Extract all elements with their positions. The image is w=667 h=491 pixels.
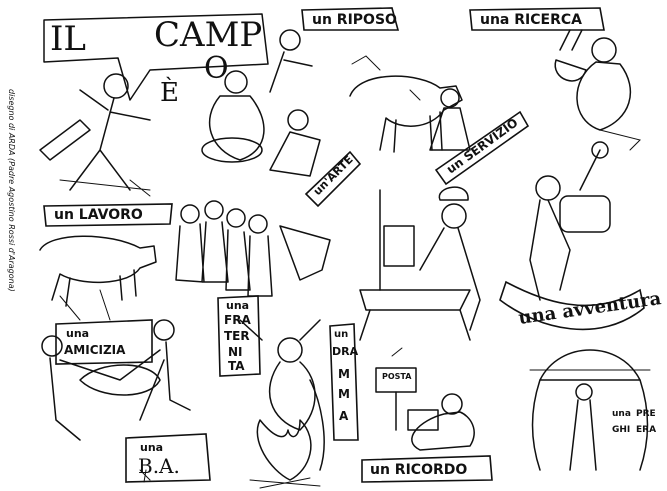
banner-riposo [301, 7, 400, 31]
label-fraternita-4: NI [228, 345, 243, 359]
banner-ba [125, 433, 211, 483]
scout-with-rabbit [554, 29, 641, 151]
banner-arte [304, 150, 362, 208]
title-word-il: IL [50, 19, 87, 59]
banner-avventura [499, 280, 645, 331]
label-ba-1: una [140, 441, 164, 454]
label-dramma-5: A [339, 409, 349, 423]
label-dramma-2: DRA [332, 345, 359, 358]
title-word-o: O [204, 51, 229, 86]
banner-servizio [434, 110, 530, 186]
label-fraternita-5: TA [228, 359, 245, 373]
label-amicizia-1: una [66, 327, 90, 340]
scouts-carrying [41, 319, 191, 441]
label-preghiera-3: GHI [612, 425, 631, 435]
scout-dramma [239, 319, 325, 471]
stars-decoration [139, 89, 421, 483]
banner-ricordo [361, 455, 493, 483]
banner-fraternita [217, 295, 261, 377]
scout-cook [359, 186, 481, 341]
campfire [249, 419, 321, 489]
banner-lavoro [43, 203, 173, 227]
artist-credit: disegno di ARDA (Padre Agostino Rossi d'… [7, 89, 16, 292]
label-fraternita-1: una [226, 299, 250, 312]
label-preghiera-1: una [612, 409, 631, 419]
label-ba-2: B.A. [138, 454, 180, 478]
label-ricerca: una RICERCA [480, 12, 582, 28]
cattle-herd [39, 235, 157, 321]
mailbox-and-letter [375, 347, 475, 451]
label-dramma-1: un [334, 329, 349, 340]
praying-under-tree [529, 349, 651, 471]
scout-kicking [39, 73, 151, 197]
title-word-e: È [160, 78, 179, 108]
banner-ricerca [469, 7, 605, 31]
cow-and-scout [349, 55, 471, 153]
label-riposo: un RIPOSO [312, 12, 397, 28]
label-lavoro: un LAVORO [54, 207, 143, 223]
scouts-resting [201, 29, 321, 177]
label-fraternita-2: FRA [224, 313, 251, 327]
label-dramma-4: M [338, 387, 350, 401]
label-preghiera-4: ERA [636, 425, 657, 435]
label-dramma-3: M [338, 367, 350, 381]
label-preghiera-2: PRE [636, 409, 656, 419]
label-amicizia-2: AMICIZIA [64, 343, 126, 357]
scout-girls-group [175, 200, 331, 297]
scout-hiker [529, 141, 611, 301]
label-fraternita-3: TER [224, 329, 250, 343]
title-frame [43, 13, 269, 101]
title-word-camp: CAMP [154, 15, 263, 55]
label-posta: POSTA [382, 372, 412, 381]
banner-amicizia [55, 319, 153, 365]
label-ricordo: un RICORDO [370, 462, 468, 478]
banner-dramma [329, 323, 359, 441]
